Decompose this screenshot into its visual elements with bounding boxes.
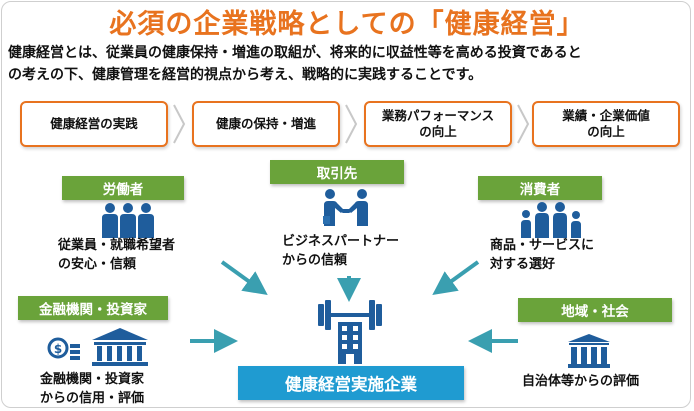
handshake-icon	[323, 189, 368, 226]
label-consumers: 消費者	[478, 176, 602, 200]
step-4-line2: の向上	[587, 124, 625, 139]
finance-text: 金融機関・投資家 からの信用・評価	[40, 370, 144, 408]
intro-line-1: 健康経営とは、従業員の健康保持・増進の取組が、将来的に収益性等を高める投資である…	[8, 45, 582, 61]
workers-icon	[102, 203, 154, 238]
arrow-workers	[220, 260, 268, 296]
community-text: 自治体等からの評価	[522, 372, 639, 391]
step-value: 業績・企業価値の向上	[532, 101, 680, 147]
label-workers: 労働者	[62, 176, 184, 200]
finance-line2: からの信用・評価	[40, 391, 145, 406]
workers-line1: 従業員・就職希望者	[58, 238, 176, 253]
step-practice: 健康経営の実践	[20, 101, 168, 147]
arrow-consumers	[432, 260, 480, 296]
consumers-line2: 対する選好	[490, 257, 556, 272]
step-1-line1: 健康経営の実践	[50, 116, 138, 131]
city-hall-icon	[568, 334, 610, 368]
family-icon	[521, 202, 581, 238]
chevron-right-icon	[173, 104, 186, 144]
label-community: 地域・社会	[518, 298, 672, 322]
step-3-line1: 業務パフォーマンス	[381, 108, 495, 123]
step-2-line1: 健康の保持・増進	[215, 116, 316, 131]
partners-line1: ビジネスパートナー	[282, 234, 400, 249]
community-line1: 自治体等からの評価	[522, 374, 640, 389]
svg-text:$: $	[54, 342, 62, 356]
label-partners: 取引先	[270, 160, 404, 184]
consumers-line1: 商品・サービスに	[490, 238, 595, 253]
step-health: 健康の保持・増進	[192, 101, 340, 147]
workers-text: 従業員・就職希望者 の安心・信頼	[58, 236, 175, 274]
intro-line-2: の考えの下、健康管理を経営的視点から考え、戦略的に実践することです。	[8, 67, 483, 83]
workers-line2: の安心・信頼	[58, 257, 137, 272]
process-steps: 健康経営の実践 健康の保持・増進 業務パフォーマンスの向上 業績・企業価値の向上	[20, 101, 680, 147]
label-finance: 金融機関・投資家	[18, 296, 168, 320]
bank-icon: $	[47, 328, 148, 366]
step-3-line2: の向上	[419, 124, 457, 139]
building-dumbbell-icon	[318, 300, 382, 364]
page-title: 必須の企業戦略としての「健康経営」	[109, 9, 585, 40]
chevron-right-icon	[517, 104, 530, 144]
consumers-text: 商品・サービスに 対する選好	[490, 236, 594, 274]
finance-line1: 金融機関・投資家	[40, 372, 145, 387]
step-4-line1: 業績・企業価値	[562, 108, 650, 123]
chevron-right-icon	[345, 104, 358, 144]
partners-line2: からの信頼	[282, 253, 348, 268]
step-performance: 業務パフォーマンスの向上	[364, 101, 512, 147]
intro-text: 健康経営とは、従業員の健康保持・増進の取組が、将来的に収益性等を高める投資である…	[8, 42, 692, 86]
center-company-box: 健康経営実施企業	[238, 366, 464, 400]
partners-text: ビジネスパートナー からの信頼	[282, 232, 399, 270]
